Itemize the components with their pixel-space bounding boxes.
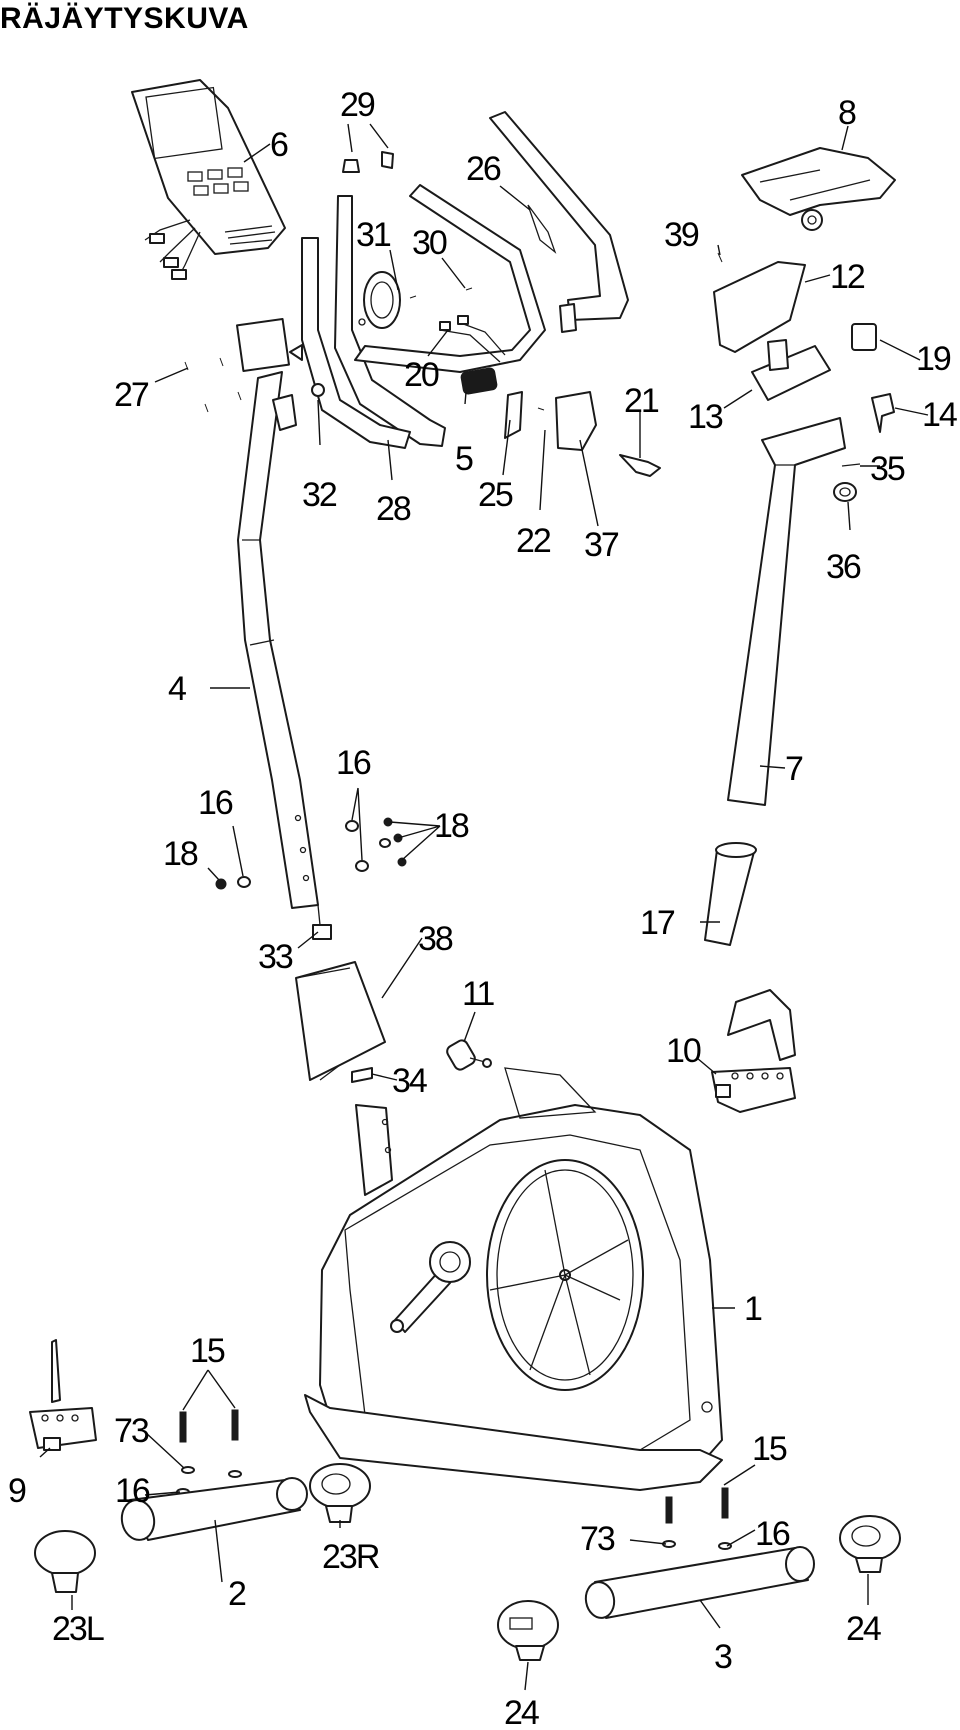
part-foot-cap-left — [34, 1530, 96, 1593]
part-seat — [741, 147, 896, 231]
part-seat-post-sleeve — [704, 842, 757, 946]
part-seat-cover — [713, 261, 806, 353]
callout-2: 2 — [228, 1575, 246, 1613]
part-seat-clip — [871, 393, 895, 433]
callout-24-right: 24 — [846, 1610, 881, 1648]
callout-11: 11 — [462, 975, 494, 1013]
part-handlebar-lower — [301, 184, 546, 449]
part-bolts-left — [176, 1409, 243, 1500]
part-grip — [460, 367, 498, 395]
part-lower-cable-connector — [312, 904, 332, 940]
callout-39: 39 — [664, 216, 699, 254]
callout-9: 9 — [8, 1472, 26, 1510]
callout-34: 34 — [392, 1062, 427, 1100]
callout-14: 14 — [922, 396, 957, 434]
part-tension-knob — [446, 1039, 492, 1071]
callout-33: 33 — [258, 938, 293, 976]
page-title: RÄJÄYTYSKUVA — [0, 2, 249, 35]
callout-38: 38 — [418, 920, 453, 958]
callout-4: 4 — [168, 670, 186, 708]
part-cable-post — [355, 1104, 393, 1196]
callout-25: 25 — [478, 476, 513, 514]
callout-73-right: 73 — [580, 1520, 615, 1558]
callout-17: 17 — [640, 904, 675, 942]
part-foot-cap-rear-left — [497, 1600, 559, 1661]
callout-21: 21 — [624, 382, 659, 420]
part-seat-adjust-knob — [833, 463, 861, 502]
callout-30: 30 — [412, 224, 447, 262]
part-upright-cover — [295, 961, 386, 1083]
part-washers-bolts — [215, 817, 407, 890]
part-small-screw — [717, 252, 723, 263]
callout-16-left: 16 — [198, 784, 233, 822]
callout-1: 1 — [744, 1290, 762, 1328]
part-upright-tube — [236, 318, 325, 909]
callout-8: 8 — [838, 94, 856, 132]
callout-13: 13 — [688, 398, 723, 436]
callout-15-left: 15 — [190, 1332, 225, 1370]
callout-22: 22 — [516, 522, 551, 560]
part-bolts-right — [662, 1487, 732, 1550]
callout-29: 29 — [340, 86, 375, 124]
part-pedal-right — [711, 989, 796, 1113]
part-pedal-left — [29, 1339, 97, 1451]
part-seat-slider — [751, 339, 831, 401]
callout-32: 32 — [302, 476, 337, 514]
callout-27: 27 — [114, 376, 149, 414]
callout-73-left: 73 — [114, 1412, 149, 1450]
part-main-frame — [304, 1067, 723, 1491]
callout-16-middle: 16 — [336, 744, 371, 782]
part-end-cap — [851, 323, 877, 351]
callout-24-left: 24 — [504, 1694, 539, 1730]
callout-6: 6 — [270, 126, 288, 164]
callout-23r: 23R — [322, 1538, 379, 1576]
leader-lines — [39, 123, 929, 1691]
callout-16-base-left: 16 — [115, 1472, 150, 1510]
part-end-plugs — [342, 151, 394, 173]
callout-31: 31 — [356, 216, 391, 254]
callout-35: 35 — [870, 450, 905, 488]
callout-5: 5 — [455, 440, 473, 478]
part-seat-post — [727, 417, 846, 806]
callout-18-left: 18 — [163, 835, 198, 873]
callout-37: 37 — [584, 526, 619, 564]
callout-3: 3 — [714, 1638, 732, 1676]
callout-23l: 23L — [52, 1610, 104, 1648]
part-front-stabilizer — [120, 1477, 308, 1541]
callout-20: 20 — [404, 356, 439, 394]
callout-labels: 1 2 3 4 5 6 7 8 9 10 11 12 13 14 15 15 1… — [8, 86, 959, 1730]
callout-26: 26 — [466, 150, 501, 188]
callout-18-right: 18 — [434, 807, 469, 845]
callout-28: 28 — [376, 490, 411, 528]
part-pulse-sensor-wires — [439, 315, 506, 363]
callout-7: 7 — [785, 750, 803, 788]
callout-19: 19 — [916, 340, 951, 378]
callout-36: 36 — [826, 548, 861, 586]
callout-12: 12 — [830, 258, 865, 296]
part-console — [131, 79, 286, 280]
part-rear-stabilizer — [584, 1546, 815, 1619]
part-handlebar-upper — [489, 111, 629, 333]
callout-16-base-right: 16 — [755, 1515, 790, 1553]
part-foot-cap-rear-right — [839, 1515, 901, 1573]
callout-15-right: 15 — [752, 1430, 787, 1468]
part-foot-cap-right — [309, 1463, 371, 1523]
callout-10: 10 — [666, 1032, 701, 1070]
